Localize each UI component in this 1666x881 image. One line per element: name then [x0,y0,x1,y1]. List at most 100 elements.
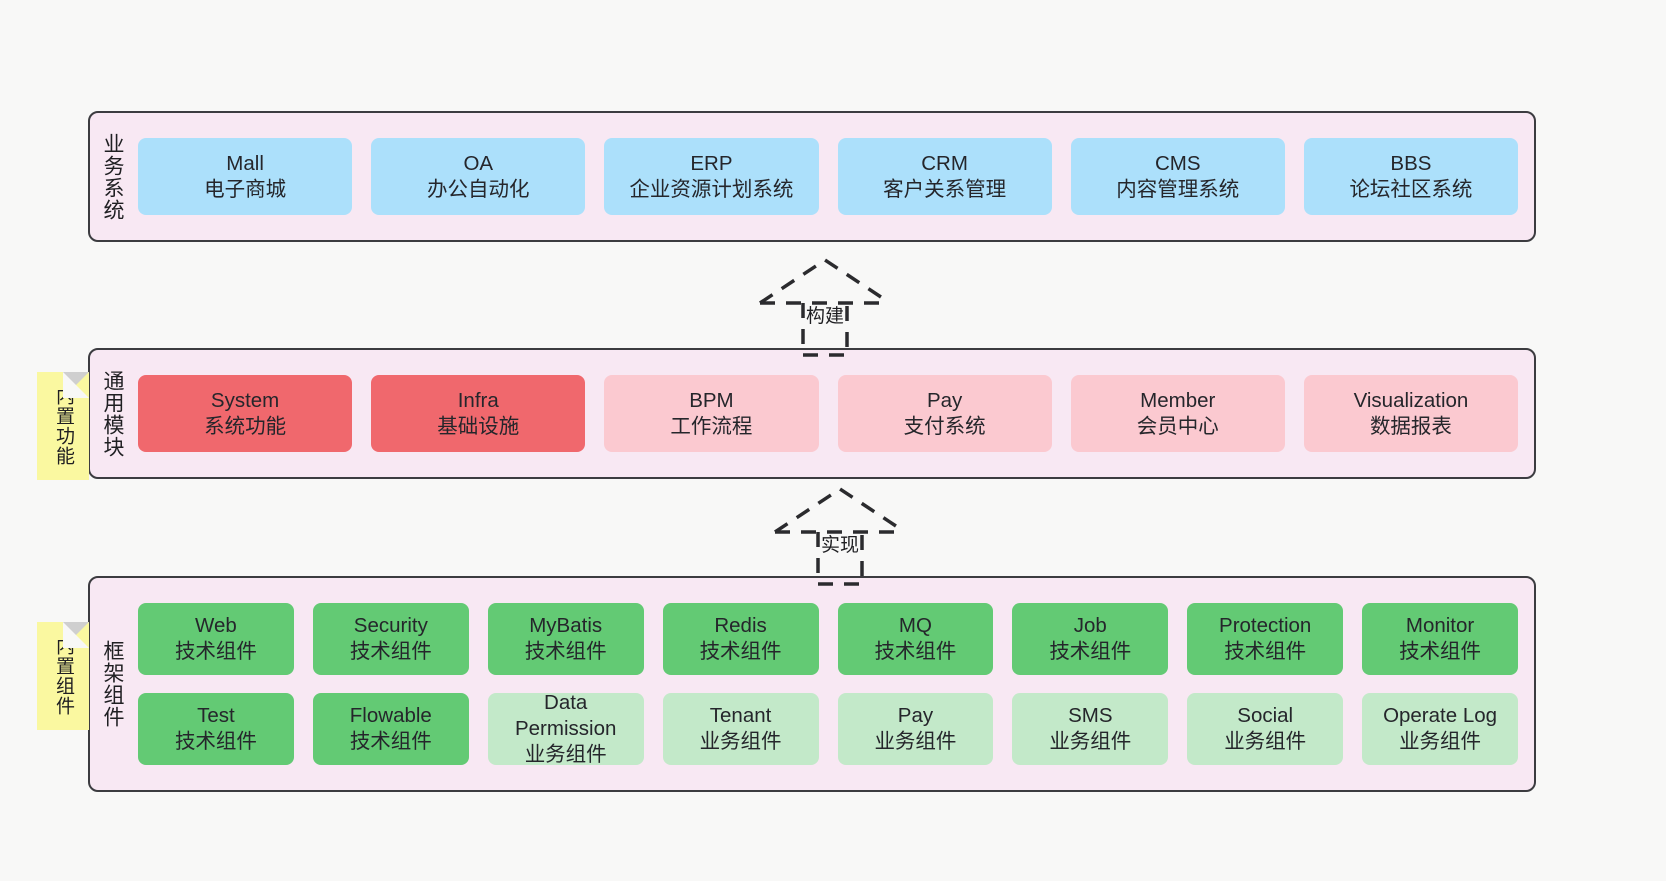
connector-implement: 实现 [755,484,925,590]
node-pay-business[interactable]: Pay 业务组件 [837,693,994,765]
node-subtitle: 内容管理系统 [1116,177,1240,201]
connector-label-implement: 实现 [820,535,860,556]
node-title: Flowable [349,704,432,728]
node-operate-log[interactable]: Operate Log 业务组件 [1362,693,1518,765]
node-subtitle: 业务组件 [524,742,607,766]
node-title: Infra [457,388,499,412]
layer-row: System 系统功能 Infra 基础设施 BPM 工作流程 Pay 支付系统… [138,375,1519,452]
node-subtitle: 技术组件 [174,640,257,663]
node-subtitle: 技术组件 [874,640,957,663]
node-mall[interactable]: Mall 电子商城 [138,138,353,215]
node-title: Pay [926,388,963,412]
node-subtitle: 办公自动化 [427,177,530,201]
node-subtitle: 系统功能 [204,414,287,438]
node-title: Security [353,614,428,638]
node-title: ERP [690,151,733,175]
layer-label-common: 通用模块 [100,369,124,458]
node-web[interactable]: Web 技术组件 [138,603,294,675]
node-subtitle: 会员中心 [1136,414,1219,438]
node-subtitle: 企业资源计划系统 [629,177,794,201]
node-oa[interactable]: OA 办公自动化 [371,138,586,215]
node-subtitle: 技术组件 [349,640,432,663]
layer-business-systems: 业务系统 Mall 电子商城 OA 办公自动化 ERP 企业资源计划系统 CRM… [88,111,1536,242]
layer-framework-components: 框架组件 Web 技术组件 Security 技术组件 MyBatis 技术组件… [88,576,1536,792]
node-crm[interactable]: CRM 客户关系管理 [837,138,1052,215]
node-subtitle: 支付系统 [903,414,986,438]
node-subtitle: 论坛社区系统 [1349,177,1473,201]
node-pay[interactable]: Pay 支付系统 [837,375,1052,452]
connector-build: 构建 [740,255,910,361]
node-monitor[interactable]: Monitor 技术组件 [1362,603,1518,675]
node-title: Monitor [1405,614,1475,638]
layer-label-framework: 框架组件 [100,640,124,728]
node-title: Visualization [1353,388,1469,412]
node-subtitle: 基础设施 [437,414,520,438]
node-title: Job [1073,614,1107,638]
layer-body-business: Mall 电子商城 OA 办公自动化 ERP 企业资源计划系统 CRM 客户关系… [134,113,1534,240]
node-data-permission[interactable]: Data Permission 业务组件 [487,691,644,766]
node-subtitle: 工作流程 [670,414,753,438]
node-mybatis[interactable]: MyBatis 技术组件 [487,603,644,675]
node-member[interactable]: Member 会员中心 [1070,375,1285,452]
layer-common-modules: 通用模块 System 系统功能 Infra 基础设施 BPM 工作流程 Pay… [88,348,1536,479]
node-bbs[interactable]: BBS 论坛社区系统 [1303,138,1519,215]
node-title: Web [195,614,237,638]
node-security[interactable]: Security 技术组件 [312,603,469,675]
node-title: MQ [898,614,932,638]
node-redis[interactable]: Redis 技术组件 [662,603,819,675]
node-title: Pay [897,704,934,728]
node-subtitle: 业务组件 [1224,730,1307,753]
node-title: MyBatis [529,614,603,638]
node-sms[interactable]: SMS 业务组件 [1012,693,1169,765]
node-title: Tenant [709,704,772,728]
sticky-note-builtin-components: 内置组件 [37,622,89,730]
node-bpm[interactable]: BPM 工作流程 [604,375,819,452]
node-mq[interactable]: MQ 技术组件 [837,603,994,675]
sticky-note-text: 内置组件 [53,636,75,716]
generalization-arrow-icon [759,257,891,357]
layer-row: Web 技术组件 Security 技术组件 MyBatis 技术组件 Redi… [138,603,1518,675]
node-title: System [210,388,280,412]
layer-body-framework: Web 技术组件 Security 技术组件 MyBatis 技术组件 Redi… [134,578,1534,790]
node-subtitle: 客户关系管理 [883,177,1007,201]
node-infra[interactable]: Infra 基础设施 [371,375,586,452]
sticky-note-text: 内置功能 [53,386,75,466]
node-title: Mall [226,151,264,175]
node-subtitle: 技术组件 [699,640,782,663]
node-erp[interactable]: ERP 企业资源计划系统 [604,138,819,215]
node-title: SMS [1068,704,1113,728]
node-subtitle: 技术组件 [1224,640,1307,663]
node-subtitle: 技术组件 [1049,640,1132,663]
node-title: Operate Log [1383,704,1498,728]
node-title: OA [463,151,494,175]
node-title: BBS [1390,151,1432,175]
node-title: Data Permission [514,691,617,741]
node-protection[interactable]: Protection 技术组件 [1187,603,1344,675]
node-social[interactable]: Social 业务组件 [1187,693,1344,765]
node-title: Member [1140,388,1216,412]
node-subtitle: 技术组件 [524,640,607,663]
node-cms[interactable]: CMS 内容管理系统 [1070,138,1285,215]
sticky-note-builtin-features: 内置功能 [37,372,89,480]
layer-row: Mall 电子商城 OA 办公自动化 ERP 企业资源计划系统 CRM 客户关系… [138,138,1519,215]
node-subtitle: 技术组件 [174,730,257,753]
node-title: Redis [714,614,767,638]
node-tenant[interactable]: Tenant 业务组件 [662,693,819,765]
node-subtitle: 业务组件 [874,730,957,753]
node-title: CRM [921,151,968,175]
layer-label-business: 业务系统 [100,132,124,221]
node-visualization[interactable]: Visualization 数据报表 [1303,375,1519,452]
node-job[interactable]: Job 技术组件 [1012,603,1169,675]
node-test[interactable]: Test 技术组件 [138,693,294,765]
connector-label-build: 构建 [805,306,845,327]
node-subtitle: 电子商城 [204,177,287,201]
layer-body-common: System 系统功能 Infra 基础设施 BPM 工作流程 Pay 支付系统… [134,350,1534,477]
node-flowable[interactable]: Flowable 技术组件 [312,693,469,765]
node-subtitle: 数据报表 [1369,414,1452,438]
node-subtitle: 技术组件 [1399,640,1482,663]
node-title: Social [1237,704,1294,728]
node-system[interactable]: System 系统功能 [138,375,353,452]
node-subtitle: 业务组件 [1399,730,1482,753]
node-subtitle: 业务组件 [1049,730,1132,753]
